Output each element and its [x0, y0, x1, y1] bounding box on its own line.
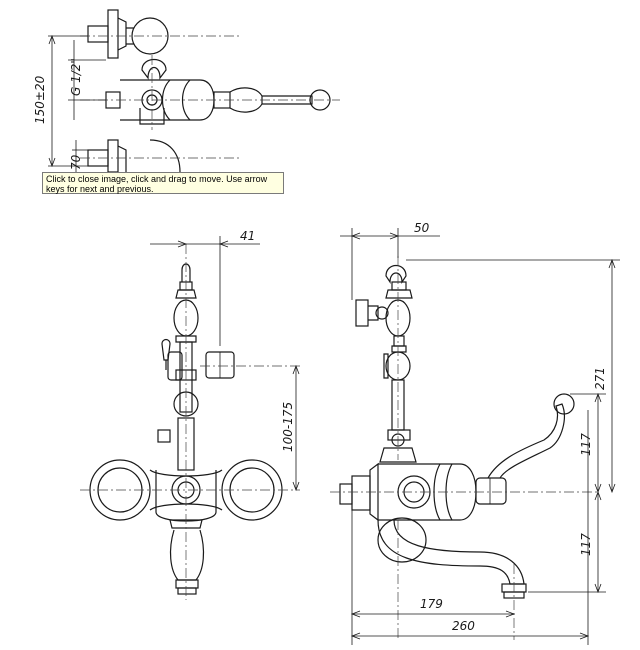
dim-front-height: 100-175	[281, 402, 295, 452]
top-view: 150±20 G 1/2" 70	[33, 9, 340, 173]
dim-side-offset: 50	[414, 221, 430, 235]
dim-side-upper: 117	[579, 433, 593, 456]
image-viewer-tooltip[interactable]: Click to close image, click and drag to …	[42, 172, 284, 194]
dim-side-lower: 117	[579, 533, 593, 556]
dim-total-len: 260	[452, 619, 475, 633]
dim-front-offset: 41	[240, 229, 255, 243]
dim-side-height: 271	[593, 367, 607, 390]
dim-top-small: 70	[69, 154, 83, 170]
dim-thread: G 1/2"	[69, 58, 83, 96]
dim-spout-len: 179	[420, 597, 443, 611]
front-view: 41 100-175	[80, 229, 300, 600]
side-view: 50 271 117 117 179 260	[330, 221, 620, 645]
dim-top-height: 150±20	[33, 75, 47, 124]
